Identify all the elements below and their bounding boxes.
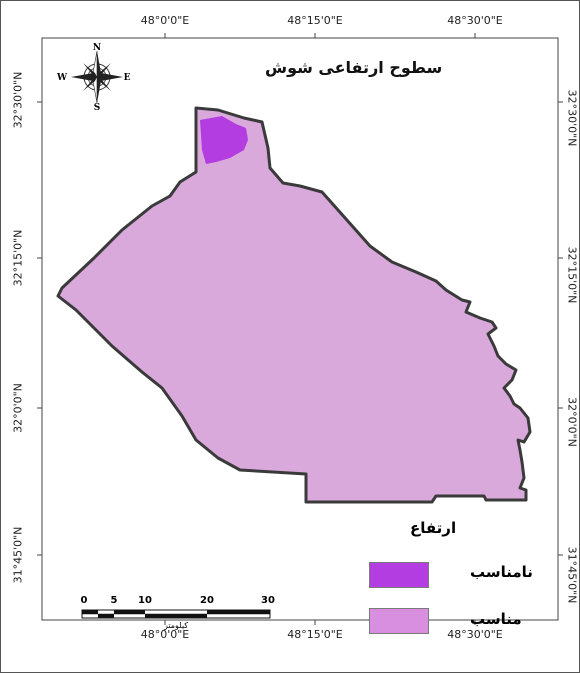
region-unsuitable [200, 116, 248, 164]
top-tick-label: 48°30'0"E [447, 14, 503, 27]
compass-west-label: W [56, 73, 68, 83]
right-tick-label: 31°45'0"N [565, 546, 579, 604]
tick-marks [37, 33, 563, 625]
map-title: سطوح ارتفاعی شوش [265, 58, 443, 77]
scale-bar [81, 609, 271, 619]
right-tick-label: 32°30'0"N [565, 89, 579, 147]
left-tick-label: 32°0'0"N [11, 383, 25, 433]
left-tick-label: 31°45'0"N [11, 526, 25, 584]
top-tick-label: 48°0'0"E [140, 14, 190, 27]
left-tick-label: 32°30'0"N [11, 71, 25, 129]
legend-title: ارتفاع [410, 519, 457, 537]
scale-number: 5 [110, 595, 118, 606]
top-tick-label: 48°15'0"E [287, 14, 343, 27]
legend-swatch-suitable [369, 608, 429, 634]
legend-swatch-unsuitable [369, 562, 429, 588]
bottom-tick-label: 48°15'0"E [287, 628, 343, 641]
right-tick-label: 32°15'0"N [565, 246, 579, 304]
scale-number: 20 [200, 595, 214, 606]
bottom-tick-label: 48°30'0"E [447, 628, 503, 641]
region-suitable [56, 106, 532, 504]
neatline [41, 37, 559, 621]
legend-label-unsuitable: نامناسب [470, 563, 533, 581]
left-tick-label: 32°15'0"N [11, 229, 25, 287]
legend-label-suitable: مناسب [470, 610, 522, 628]
compass-south-label: S [93, 103, 101, 113]
scale-number: 0 [80, 595, 88, 606]
compass-north-label: N [92, 43, 102, 53]
scale-number: 10 [138, 595, 152, 606]
compass-rose-icon [71, 50, 123, 104]
scale-number: 30 [261, 595, 275, 606]
bottom-tick-label: 48°0'0"E [140, 628, 190, 641]
scale-unit: کیلومتر [163, 621, 189, 630]
compass-east-label: E [123, 73, 131, 83]
right-tick-label: 32°0'0"N [565, 397, 579, 447]
